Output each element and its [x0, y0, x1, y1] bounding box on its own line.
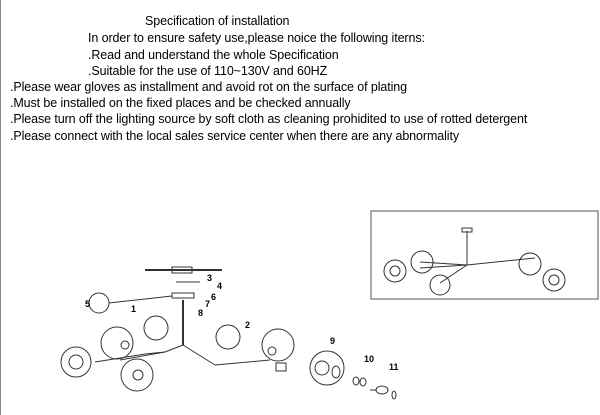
part-label-9: 9: [330, 336, 335, 346]
page-border: [0, 0, 1, 415]
assembled-view-inset: [370, 210, 599, 300]
spec-item: .Read and understand the whole Specifica…: [88, 48, 339, 62]
part-label-1: 1: [131, 304, 136, 314]
part-label-4: 4: [217, 281, 222, 291]
spec-item: .Please turn off the lighting source by …: [10, 112, 528, 126]
part-label-2: 2: [245, 320, 250, 330]
part-label-8: 8: [198, 308, 203, 318]
document-title: Specification of installation: [145, 14, 290, 28]
part-label-10: 10: [364, 354, 374, 364]
part-label-7: 7: [205, 299, 210, 309]
spec-item: .Please wear gloves as installment and a…: [10, 80, 408, 94]
spec-item: .Must be installed on the fixed places a…: [10, 96, 351, 110]
part-label-11: 11: [389, 362, 399, 372]
part-label-5: 5: [85, 299, 90, 309]
part-label-3: 3: [207, 273, 212, 283]
intro-text: In order to ensure safety use,please noi…: [88, 31, 425, 45]
exploded-view: [60, 266, 397, 400]
spec-item: .Please connect with the local sales ser…: [10, 129, 459, 143]
spec-item: .Suitable for the use of 110~130V and 60…: [88, 64, 328, 78]
part-label-6: 6: [211, 292, 216, 302]
